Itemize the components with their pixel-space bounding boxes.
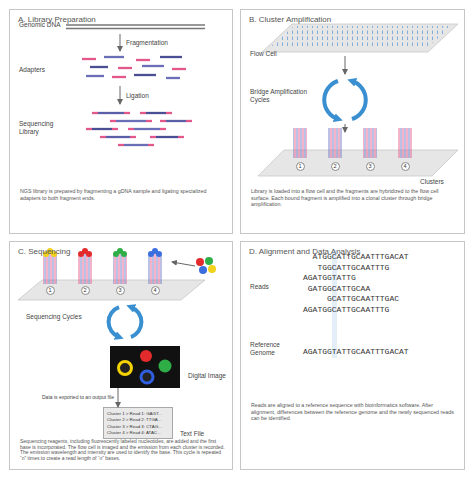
read-sequence: AGATGGTATTG	[303, 273, 356, 282]
part-label: Adapters	[19, 66, 45, 74]
digital-image-box: Digital Image	[110, 346, 180, 388]
step-panel: B. Cluster AmplificationLibrary is loade…	[240, 9, 465, 234]
file-line: Cluster 2 > Read 2: TTGA...	[107, 417, 169, 423]
panel-caption: Library is loaded into a flow cell and t…	[251, 188, 456, 208]
read-sequence: AGATGGCATTGCAATTTG	[303, 305, 389, 314]
read-sequence: GCATTGCAATTTGAC	[327, 294, 399, 303]
connector-arrow	[118, 388, 119, 407]
panel-heading: B. Cluster Amplification	[249, 15, 331, 24]
callout-number: 2	[81, 286, 90, 295]
read-sequence: TGGCATTGCAATTTG	[317, 263, 389, 272]
part-label: Clusters	[420, 178, 444, 186]
step-label: Sequencing Cycles	[26, 313, 82, 321]
read-sequence: ATGGCATTGCAATTTGACAT	[313, 252, 409, 261]
callout-number: 1	[46, 286, 55, 295]
file-line: Cluster 4 > Read 4: ATAC...	[107, 430, 169, 436]
callout-number: 4	[151, 286, 160, 295]
text-file-box: Cluster 1 > Read 1: GAGT...Cluster 2 > R…	[103, 407, 173, 439]
file-line: Cluster 3 > Read 3: CTAG...	[107, 424, 169, 430]
step-label: Bridge Amplification Cycles	[250, 88, 320, 103]
callout-number: 3	[366, 162, 375, 171]
reference-sequence: AGATGGTATTGCAATTTGACAT	[303, 347, 409, 356]
callout-number: 3	[116, 286, 125, 295]
step-panel: C. SequencingSequencing reagents, includ…	[9, 241, 233, 470]
step-label: Fragmentation	[126, 39, 168, 47]
connector-label: Data is exported to an output file	[42, 394, 114, 400]
box-label: Digital Image	[188, 372, 226, 379]
step-label: Ligation	[126, 92, 149, 100]
part-label: Reference Genome	[250, 341, 296, 356]
callout-number: 1	[296, 162, 305, 171]
file-line: Cluster 1 > Read 1: GAGT...	[107, 411, 169, 417]
step-label: Genomic DNA	[19, 21, 61, 29]
panel-caption: Reads are aligned to a reference sequenc…	[251, 402, 456, 422]
part-label: Flow Cell	[250, 50, 277, 58]
callout-number: 2	[331, 162, 340, 171]
part-label: Sequencing Library	[19, 120, 63, 135]
callout-number: 4	[401, 162, 410, 171]
part-label: Reads	[250, 283, 269, 291]
box-label: Text File	[180, 430, 204, 437]
panel-heading: C. Sequencing	[18, 247, 70, 256]
panel-caption: NGS library is prepared by fragmenting a…	[20, 188, 225, 201]
panel-caption: Sequencing reagents, including fluoresce…	[20, 439, 225, 462]
read-sequence: GATGGCATTGCAA	[308, 284, 370, 293]
